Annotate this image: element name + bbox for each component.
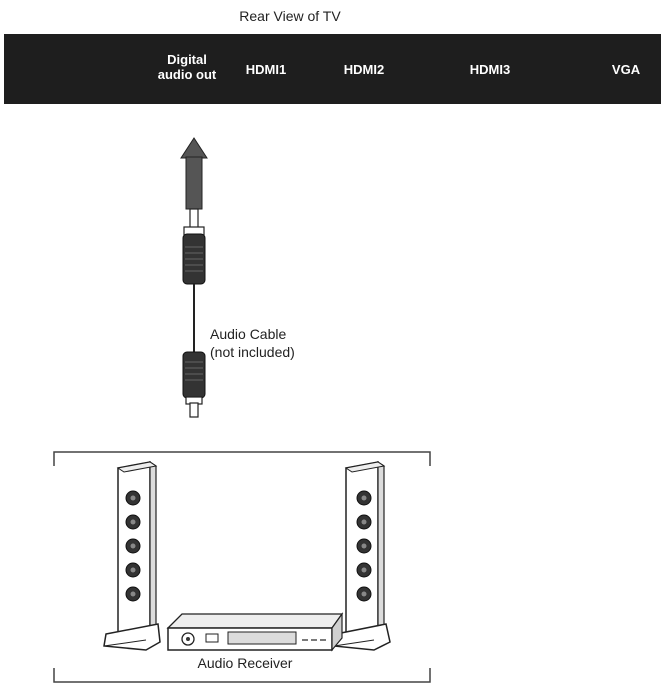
- port-hdmi2: HDMI2: [343, 62, 385, 77]
- rca-plug-bottom-icon: [182, 351, 206, 418]
- right-speaker-icon: [333, 460, 391, 651]
- audio-cable-label-line1: Audio Cable: [210, 326, 287, 342]
- port-hdmi1: HDMI1: [245, 62, 287, 77]
- left-speaker-icon: [103, 460, 161, 651]
- receiver-bracket: [53, 451, 431, 466]
- audio-cable-label-line2: (not included): [210, 344, 295, 360]
- port-vga: VGA: [611, 62, 641, 77]
- port-digital-label-line2: audio out: [157, 67, 217, 82]
- port-digital-label-line1: Digital: [167, 52, 207, 67]
- rca-plug-top-icon: [182, 208, 206, 285]
- port-digital-audio-out: Digital audio out: [132, 52, 242, 82]
- audio-cable-label: Audio Cable (not included): [210, 325, 295, 361]
- port-hdmi3: HDMI3: [469, 62, 511, 77]
- receiver-bracket-bottom: [53, 668, 431, 683]
- up-arrow-icon: [180, 137, 208, 210]
- audio-receiver-label: Audio Receiver: [197, 655, 293, 671]
- audio-receiver-icon: [166, 612, 344, 652]
- tv-rear-panel: Digital audio out HDMI1 HDMI2 HDMI3 VGA: [4, 34, 661, 104]
- diagram-title: Rear View of TV: [239, 8, 341, 24]
